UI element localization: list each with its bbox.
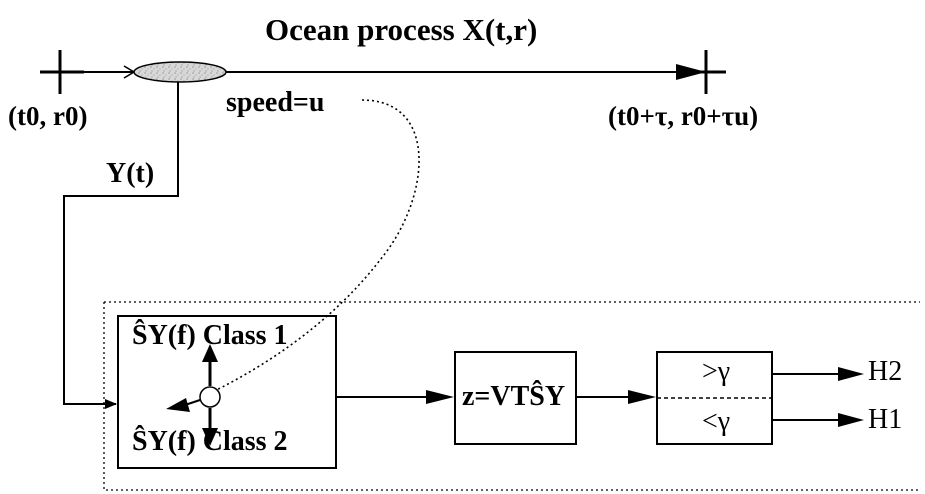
class1-label: ŜY(f) Class 1 [132, 320, 288, 351]
output-h1-head [838, 413, 864, 427]
processing-region-border [103, 301, 920, 491]
decision-arrows [166, 344, 221, 446]
spectral-class-box [117, 315, 337, 469]
output-h2-head [838, 367, 864, 381]
start-point-label: (t0, r0) [8, 101, 88, 131]
class2-label: ŜY(f) Class 2 [132, 426, 288, 457]
arrow-to-projection-head [426, 390, 454, 404]
projection-label: z=VTŜY [462, 381, 566, 412]
arrow-to-threshold-head [628, 390, 656, 404]
speed-dotted-curve [199, 99, 420, 399]
signal-label: Y(t) [106, 158, 155, 189]
end-arrowhead [676, 64, 706, 80]
hypothesis-2-label: H2 [868, 356, 903, 387]
speed-label: speed=u [226, 87, 325, 118]
threshold-high-label: >γ [702, 356, 731, 387]
sensor-platform-icon [133, 61, 227, 83]
signal-path-arrow [63, 82, 179, 409]
diagram-title: Ocean process X(t,r) [265, 12, 538, 47]
threshold-low-label: <γ [702, 406, 731, 437]
end-point-label: (t0+τ, r0+τu) [608, 101, 759, 131]
hypothesis-1-label: H1 [868, 404, 903, 435]
